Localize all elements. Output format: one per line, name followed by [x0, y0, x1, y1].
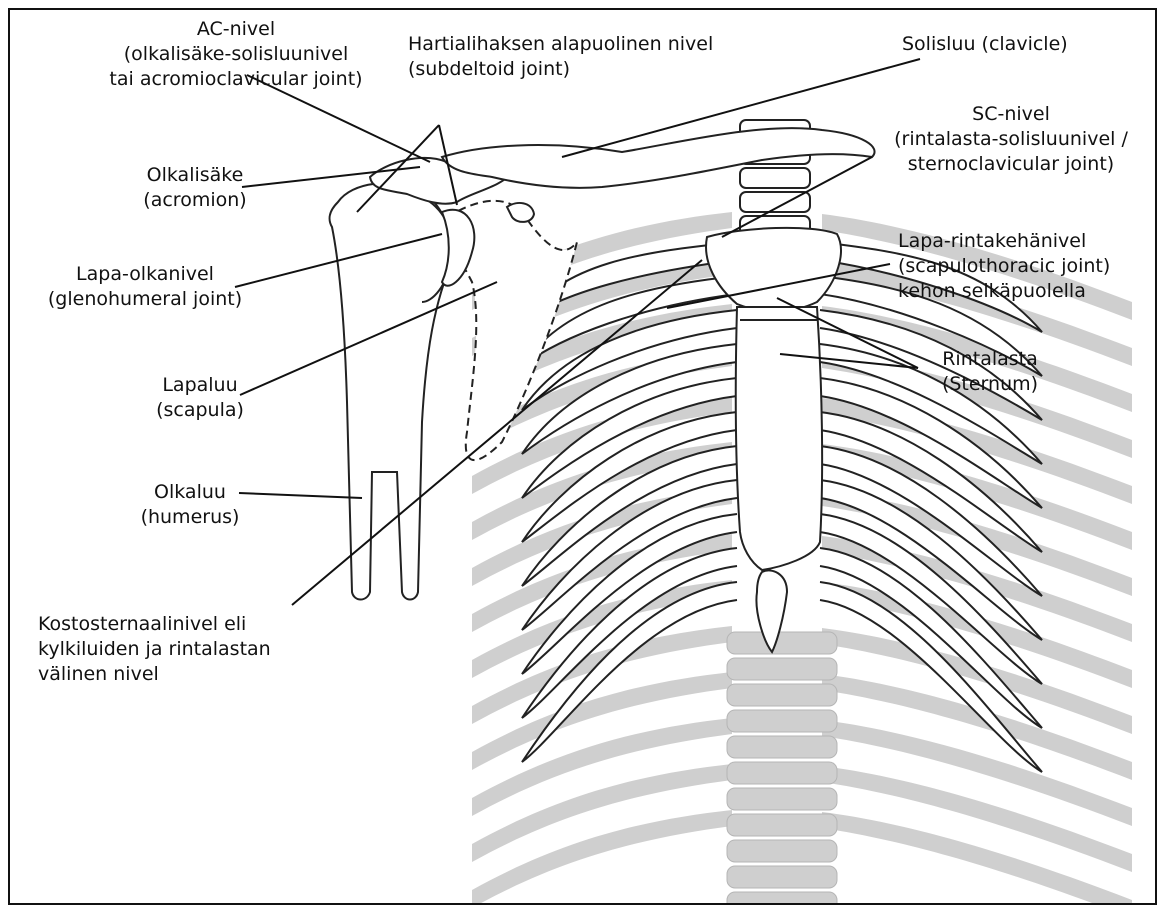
- label-subdeltoid: Hartialihaksen alapuolinen nivel (subdel…: [408, 32, 713, 82]
- label-costosternal-line3: välinen nivel: [38, 662, 271, 687]
- lower-vertebra: [727, 788, 837, 810]
- label-costosternal-line2: kylkiluiden ja rintalastan: [38, 637, 271, 662]
- label-ac-joint-line1: AC-nivel: [46, 17, 426, 42]
- label-sc-joint-line2: (rintalasta-solisluunivel /: [866, 127, 1156, 152]
- label-humerus-line1: Olkaluu: [135, 480, 245, 505]
- lower-vertebra: [727, 658, 837, 680]
- label-scapula-line1: Lapaluu: [145, 373, 255, 398]
- posterior-rib-right: [822, 812, 1132, 905]
- lower-vertebra: [727, 814, 837, 836]
- humerus-shaft: [330, 183, 455, 599]
- label-subdeltoid-line2: (subdeltoid joint): [408, 57, 713, 82]
- lower-vertebra: [727, 866, 837, 888]
- label-sc-joint-line1: SC-nivel: [866, 102, 1156, 127]
- sternum-body: [736, 307, 822, 570]
- label-costosternal: Kostosternaalinivel eli kylkiluiden ja r…: [38, 612, 271, 687]
- label-scapulothoracic-line2: (scapulothoracic joint): [898, 254, 1110, 279]
- label-glenohumeral-line2: (glenohumeral joint): [20, 287, 270, 312]
- lower-vertebra: [727, 840, 837, 862]
- label-humerus: Olkaluu (humerus): [135, 480, 245, 530]
- label-scapula-line2: (scapula): [145, 398, 255, 423]
- lower-vertebra: [727, 632, 837, 654]
- label-acromion-line1: Olkalisäke: [110, 163, 280, 188]
- label-humerus-line2: (humerus): [135, 505, 245, 530]
- label-acromion-line2: (acromion): [110, 188, 280, 213]
- label-sternum: Rintalasta (Sternum): [930, 347, 1050, 397]
- lower-vertebra: [727, 892, 837, 905]
- label-scapula: Lapaluu (scapula): [145, 373, 255, 423]
- lower-vertebra: [727, 762, 837, 784]
- label-scapulothoracic-line3: kehon selkäpuolella: [898, 279, 1110, 304]
- label-ac-joint: AC-nivel (olkalisäke-solisluunivel tai a…: [46, 17, 426, 92]
- label-costosternal-line1: Kostosternaalinivel eli: [38, 612, 271, 637]
- label-glenohumeral-line1: Lapa-olkanivel: [20, 262, 270, 287]
- cervical-vertebra: [740, 168, 810, 188]
- lower-vertebra: [727, 710, 837, 732]
- lower-vertebra: [727, 736, 837, 758]
- diagram-frame: AC-nivel (olkalisäke-solisluunivel tai a…: [8, 8, 1157, 905]
- label-subdeltoid-line1: Hartialihaksen alapuolinen nivel: [408, 32, 713, 57]
- label-sc-joint: SC-nivel (rintalasta-solisluunivel / ste…: [866, 102, 1156, 177]
- lower-vertebra: [727, 684, 837, 706]
- label-scapulothoracic-line1: Lapa-rintakehänivel: [898, 229, 1110, 254]
- label-glenohumeral: Lapa-olkanivel (glenohumeral joint): [20, 262, 270, 312]
- label-sternum-line1: Rintalasta: [930, 347, 1050, 372]
- leader-humerus: [239, 493, 362, 498]
- label-sc-joint-line3: sternoclavicular joint): [866, 152, 1156, 177]
- label-clavicle-line1: Solisluu (clavicle): [902, 32, 1068, 57]
- label-ac-joint-line2: (olkalisäke-solisluunivel: [46, 42, 426, 67]
- label-sternum-line2: (Sternum): [930, 372, 1050, 397]
- label-clavicle: Solisluu (clavicle): [902, 32, 1068, 57]
- label-ac-joint-line3: tai acromioclavicular joint): [46, 67, 426, 92]
- label-acromion: Olkalisäke (acromion): [110, 163, 280, 213]
- manubrium: [706, 228, 841, 311]
- label-scapulothoracic: Lapa-rintakehänivel (scapulothoracic joi…: [898, 229, 1110, 304]
